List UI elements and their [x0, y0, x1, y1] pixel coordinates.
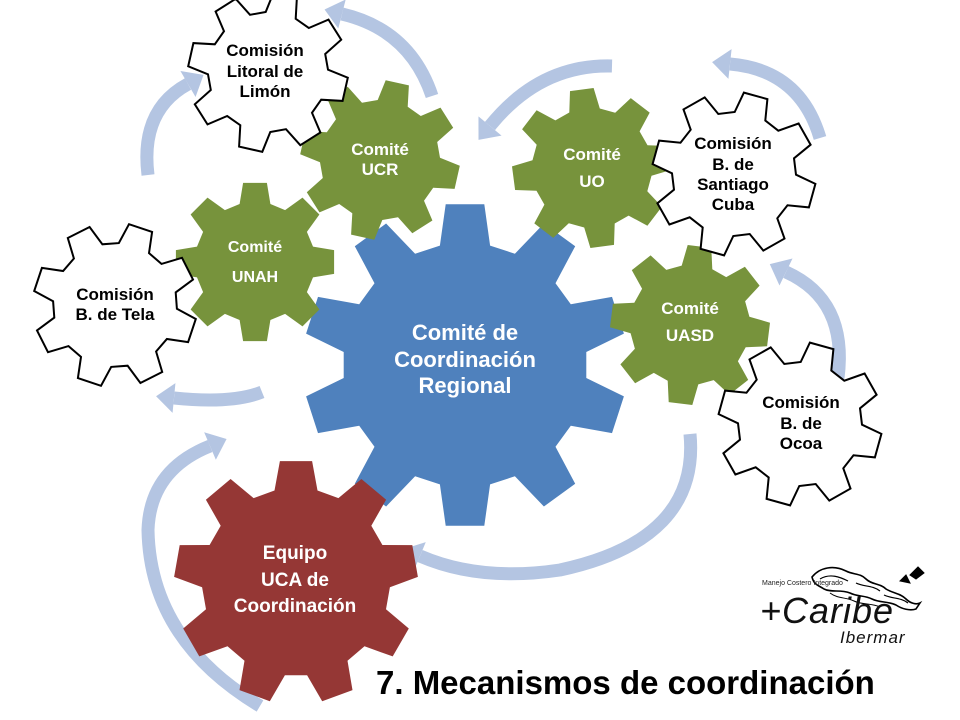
gear-central-label: Comité de Coordinación Regional	[394, 320, 536, 399]
arrow-equipo-loop	[141, 439, 264, 712]
arrow-limon-to-ucr-head	[324, 0, 346, 29]
logo-sub-text: Ibermar	[840, 628, 906, 647]
gear-santiago-label: Comisión B. de Santiago Cuba	[694, 134, 772, 215]
gear-limon-label: Comisión Litoral de Limón	[226, 41, 304, 102]
arrow-unah-to-tela-head	[156, 383, 176, 413]
gear-equipo	[174, 461, 418, 702]
gear-central	[306, 204, 624, 526]
gear-unah-label: Comité UNAH	[227, 238, 283, 286]
arrow-santiago-cycle	[729, 57, 827, 140]
arrow-uo-cycle-head	[478, 116, 502, 140]
arrow-tela-to-limon-head	[180, 71, 204, 97]
arrow-tela-to-limon	[140, 78, 192, 176]
gear-uo	[512, 88, 672, 248]
cycle-arrows	[140, 0, 846, 712]
arrow-unah-to-tela	[173, 385, 265, 407]
map-silhouette-icon	[811, 566, 923, 611]
gear-ocoa-label: Comisión B. de Ocoa	[762, 393, 840, 454]
gear-group	[32, 0, 883, 702]
gear-ucr	[300, 80, 460, 240]
arrow-ocoa-cycle-head	[769, 258, 793, 286]
gear-ocoa	[717, 341, 883, 507]
arrow-ocoa-cycle	[783, 266, 846, 379]
gear-unah	[175, 182, 335, 342]
logo-small-text: Manejo Costero Integrado	[762, 580, 843, 587]
gear-santiago	[651, 91, 817, 257]
arrow-equipo-loop-head	[204, 432, 227, 460]
gear-ucr-label: Comité UCR	[351, 139, 409, 179]
gear-uo-label: Comité UO	[563, 144, 621, 191]
caribe-logo-graphic	[811, 566, 925, 611]
gear-tela	[32, 222, 198, 388]
slide-title: 7. Mecanismos de coordinación	[376, 664, 875, 701]
gear-limon	[187, 0, 349, 153]
arrow-santiago-cycle-head	[712, 49, 732, 79]
arrow-central-to-equipo	[417, 433, 698, 581]
arrow-uo-cycle	[484, 59, 613, 131]
logo-main-text: +Caribe	[760, 590, 895, 631]
gear-uasd-label: Comité UASD	[661, 298, 719, 345]
gear-tela-label: Comisión B. de Tela	[75, 284, 155, 324]
gear-equipo-label: Equipo UCA de Coordinación	[233, 543, 357, 618]
arrow-limon-to-ucr	[340, 7, 439, 99]
gear-uasd	[610, 245, 770, 405]
